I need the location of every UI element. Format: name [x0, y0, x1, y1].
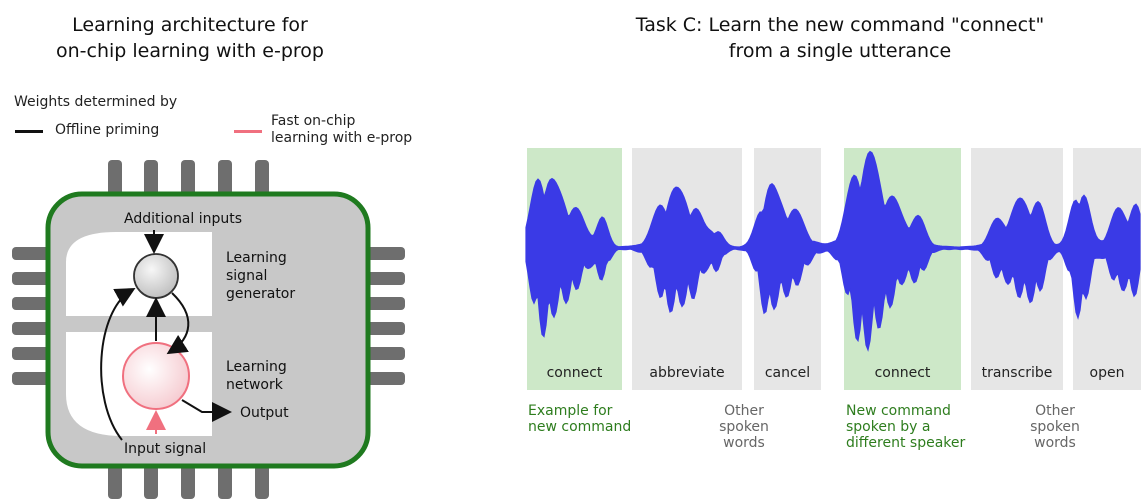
- caption-new-command-line2: spoken by a: [846, 419, 931, 435]
- learning-network-node: [122, 342, 190, 410]
- chip-bottom-pins: [108, 465, 269, 499]
- legend-fast-line1: Fast on-chip: [271, 113, 356, 129]
- legend-fast-swatch: [234, 130, 262, 133]
- waveform: [525, 150, 1141, 352]
- legend-offline-label: Offline priming: [55, 122, 160, 138]
- word-strip: connect abbreviate cancel connect transcribe…: [525, 148, 1141, 390]
- left-title-line1: Learning architecture for: [72, 14, 308, 36]
- legend-heading: Weights determined by: [14, 94, 178, 110]
- right-title: Task C: Learn the new command "connect" …: [560, 12, 1120, 64]
- caption-other-1: Other spoken words: [694, 403, 794, 451]
- word-label-6: open: [1090, 365, 1125, 381]
- caption-other-1-line2: spoken: [719, 419, 769, 435]
- caption-new-command: New command spoken by a different speake…: [846, 403, 965, 451]
- word-label-2: abbreviate: [649, 365, 724, 381]
- right-title-line2: from a single utterance: [728, 40, 952, 62]
- output-label: Output: [240, 405, 289, 421]
- chip-top-pins: [108, 160, 269, 196]
- word-label-4: connect: [875, 365, 931, 381]
- caption-other-2-line1: Other: [1035, 403, 1075, 419]
- arrow-input-to-lsg: [100, 288, 136, 441]
- legend-fast-label: Fast on-chip learning with e-prop: [271, 113, 412, 147]
- right-title-line1: Task C: Learn the new command "connect": [635, 14, 1045, 36]
- input-signal-box: [118, 436, 218, 460]
- word-label-3: cancel: [765, 365, 810, 381]
- input-signal-label: Input signal: [124, 441, 206, 457]
- legend-offline-swatch: [15, 130, 43, 133]
- word-label-1: connect: [547, 365, 603, 381]
- additional-inputs-label: Additional inputs: [124, 211, 242, 227]
- ln-label-line2: network: [226, 377, 284, 393]
- legend-fast-line2: learning with e-prop: [271, 130, 413, 146]
- caption-other-1-line3: words: [723, 435, 765, 451]
- ln-label-line1: Learning: [226, 359, 287, 375]
- arrow-ln-to-output: [181, 399, 232, 422]
- caption-new-command-line3: different speaker: [846, 435, 966, 451]
- caption-new-command-line1: New command: [846, 403, 951, 419]
- caption-example-line1: Example for: [528, 403, 613, 419]
- lsg-label-line3: generator: [226, 286, 295, 302]
- caption-example: Example for new command: [528, 403, 631, 435]
- arrow-lsg-to-ln: [166, 292, 190, 355]
- learning-signal-generator-node: [133, 253, 179, 299]
- lsg-label-line1: Learning: [226, 250, 287, 266]
- lsg-label-line2: signal: [226, 268, 267, 284]
- caption-other-2-line2: spoken: [1030, 419, 1080, 435]
- caption-other-2: Other spoken words: [1005, 403, 1105, 451]
- left-title-line2: on-chip learning with e-prop: [56, 40, 324, 62]
- left-title: Learning architecture for on-chip learni…: [10, 12, 370, 64]
- caption-other-2-line3: words: [1034, 435, 1076, 451]
- additional-inputs-box: [118, 206, 234, 230]
- word-label-5: transcribe: [982, 365, 1053, 381]
- caption-example-line2: new command: [528, 419, 632, 435]
- chip-diagram: Additional inputs Learning signal genera…: [12, 160, 405, 499]
- caption-other-1-line1: Other: [724, 403, 764, 419]
